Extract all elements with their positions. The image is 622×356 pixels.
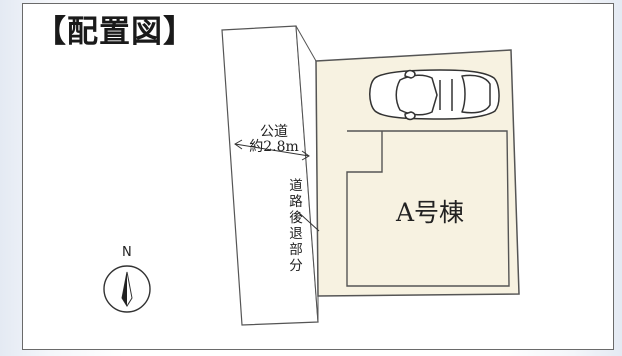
dimension-arrow-right [301,150,310,161]
north-label: N [122,245,132,260]
dimension-arrow-left [234,139,243,150]
car-icon [369,69,500,121]
building-label: A号棟 [395,198,464,227]
map-title: 【配置図】 [35,14,195,50]
building-footprint [346,130,510,287]
compass-icon [103,265,151,313]
road-label-line1: 公道 [260,124,288,140]
road-label-line2: 約2.8m [249,139,299,155]
road-width-dimension [234,143,310,157]
setback-label: 道路後退部分 [289,178,303,274]
setback-leader-line [296,210,320,232]
